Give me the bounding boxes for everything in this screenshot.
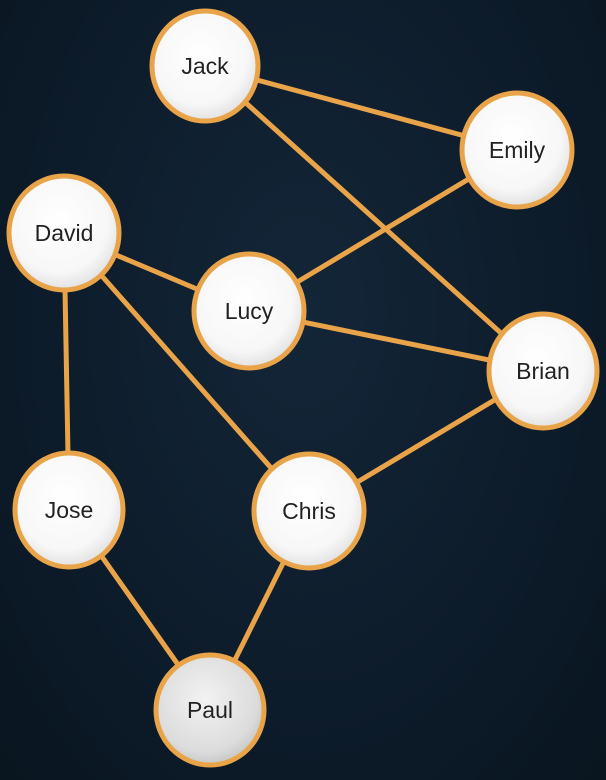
node-label-jack: Jack	[181, 53, 229, 79]
node-emily[interactable]: Emily	[459, 90, 575, 210]
node-label-david: David	[35, 220, 94, 246]
node-label-lucy: Lucy	[225, 298, 274, 324]
node-circle-jack[interactable]	[149, 8, 261, 124]
node-david[interactable]: David	[6, 173, 122, 293]
node-circle-emily[interactable]	[459, 90, 575, 210]
node-circle-paul[interactable]	[153, 652, 267, 768]
node-circle-lucy[interactable]	[191, 251, 307, 371]
node-label-chris: Chris	[282, 498, 336, 524]
node-label-emily: Emily	[489, 137, 546, 163]
node-circle-david[interactable]	[6, 173, 122, 293]
node-label-jose: Jose	[45, 497, 94, 523]
node-jose[interactable]: Jose	[12, 450, 126, 570]
node-brian[interactable]: Brian	[486, 311, 600, 431]
node-jack[interactable]: Jack	[149, 8, 261, 124]
node-circle-jose[interactable]	[12, 450, 126, 570]
edge-david-chris	[61, 230, 312, 514]
node-lucy[interactable]: Lucy	[191, 251, 307, 371]
edge-jack-brian	[202, 63, 546, 374]
node-circle-brian[interactable]	[486, 311, 600, 431]
node-chris[interactable]: Chris	[251, 451, 367, 571]
node-paul[interactable]: Paul	[153, 652, 267, 768]
node-label-brian: Brian	[516, 358, 570, 384]
node-label-paul: Paul	[187, 697, 233, 723]
node-circle-chris[interactable]	[251, 451, 367, 571]
